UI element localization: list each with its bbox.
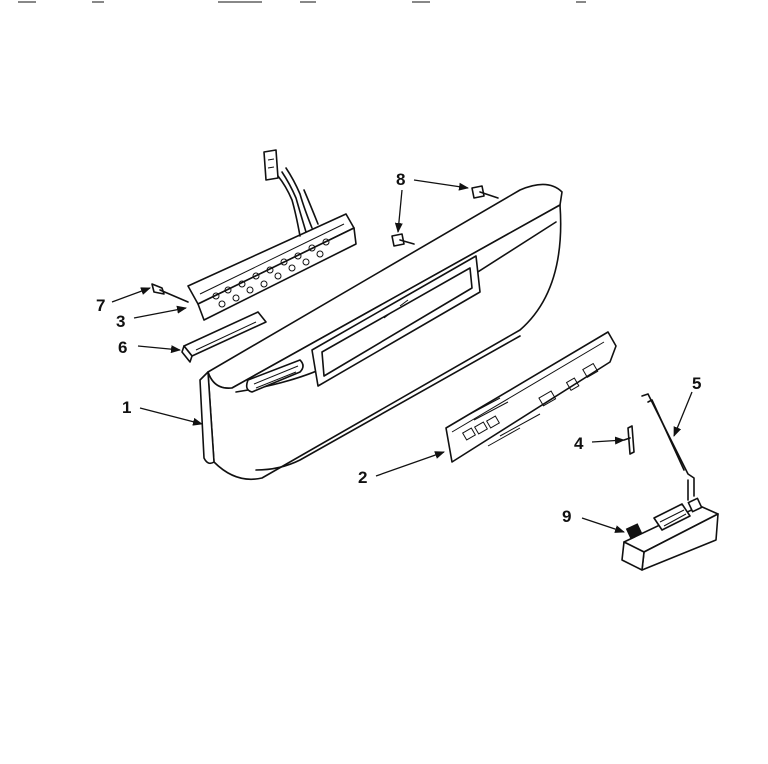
callout-8: 8 <box>396 170 405 189</box>
screws-8 <box>391 185 499 247</box>
callout-5: 5 <box>692 374 701 393</box>
leader-2 <box>375 451 445 477</box>
switch-assembly-9 <box>621 497 719 571</box>
control-overlay <box>445 331 617 463</box>
leader-8b <box>394 189 403 233</box>
callout-6: 6 <box>118 338 127 357</box>
leader-4 <box>591 436 625 445</box>
actuator-rod-5 <box>641 393 695 501</box>
callout-9: 9 <box>562 507 571 526</box>
control-board <box>187 149 357 321</box>
leader-8a <box>413 179 469 191</box>
callout-3: 3 <box>116 312 125 331</box>
callout-1: 1 <box>122 398 131 417</box>
leader-lines <box>111 179 693 533</box>
callout-2: 2 <box>358 468 367 487</box>
leader-9 <box>581 517 625 533</box>
callout-labels: 1 2 3 4 5 6 7 8 9 <box>96 170 701 526</box>
leader-3 <box>133 305 187 319</box>
leader-6 <box>137 345 181 354</box>
clip-4 <box>623 425 635 455</box>
leader-5 <box>673 391 693 437</box>
leader-1 <box>139 407 203 426</box>
console-panel <box>199 183 563 481</box>
callout-4: 4 <box>574 434 584 453</box>
light-pipe <box>181 311 267 363</box>
callout-7: 7 <box>96 296 105 315</box>
leader-7 <box>111 287 151 303</box>
screw-7 <box>151 283 189 303</box>
